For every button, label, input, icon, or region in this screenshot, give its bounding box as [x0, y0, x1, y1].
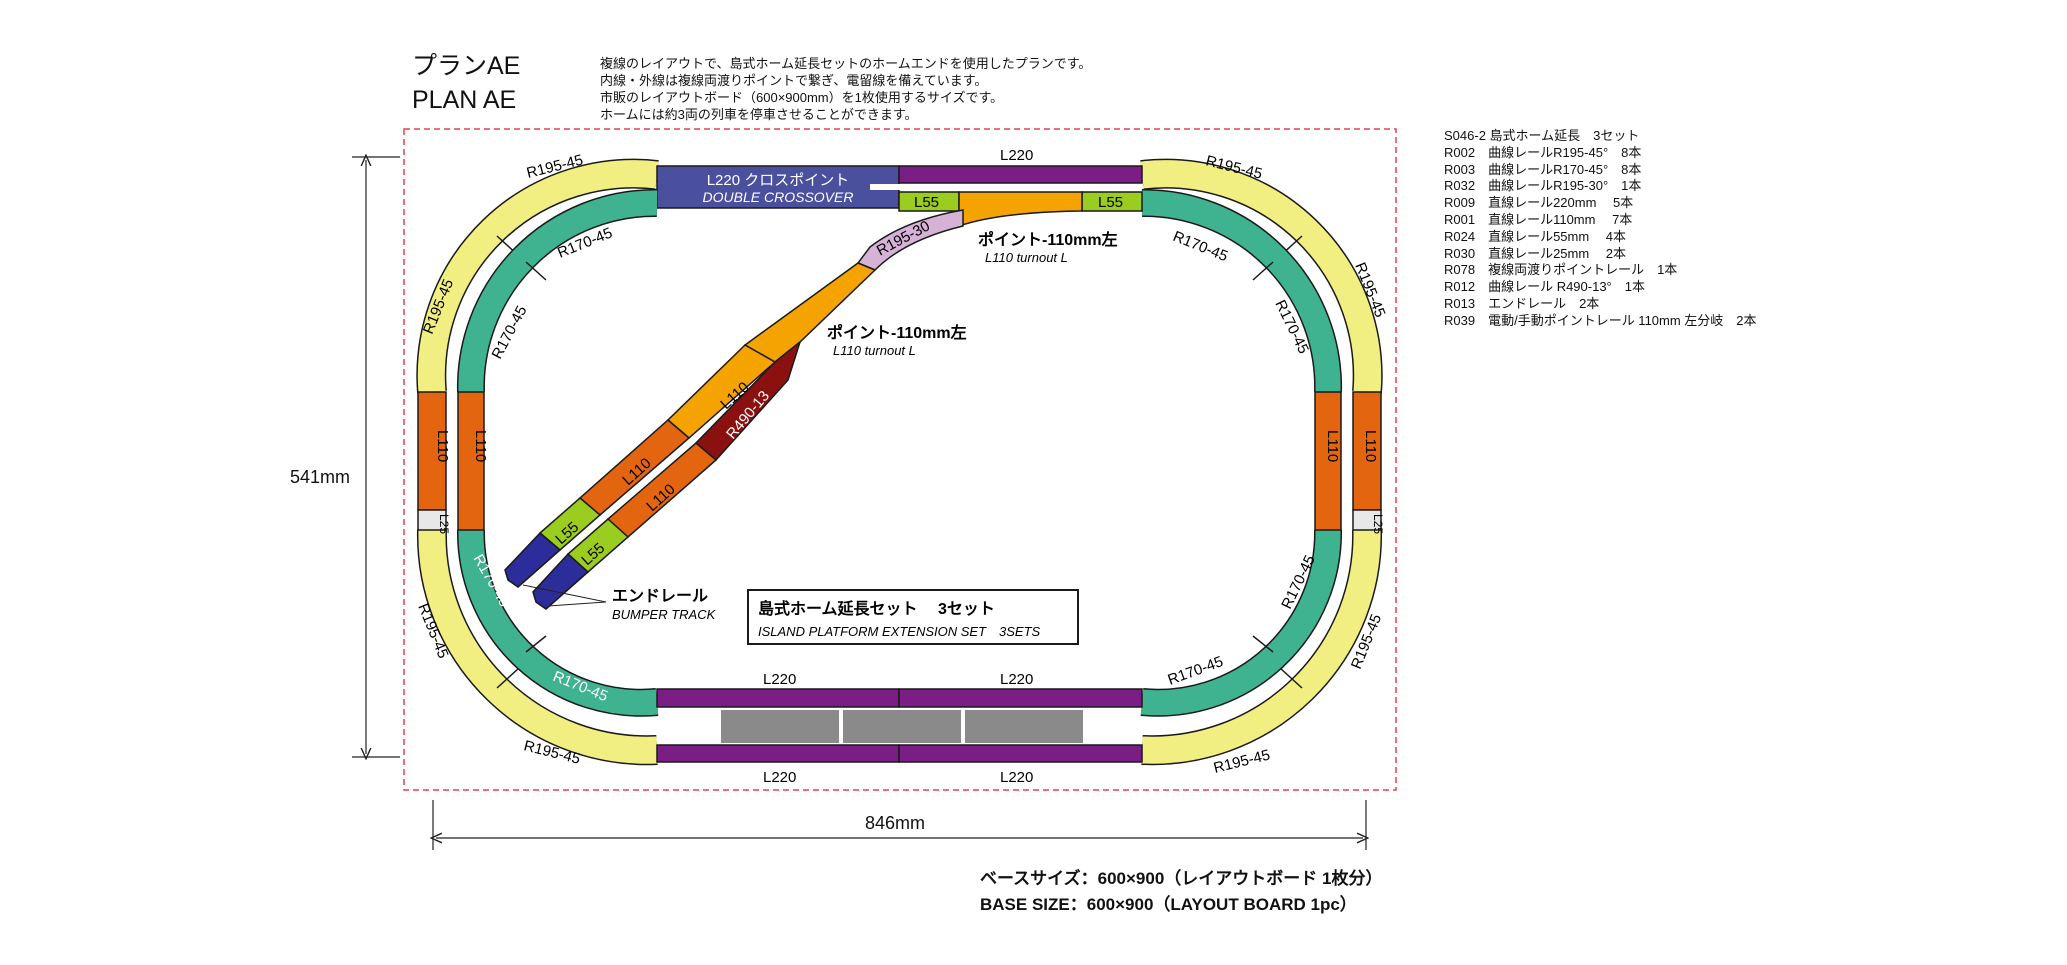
height-dimension	[352, 157, 400, 757]
base-size-jp: ベースサイズ：600×900（レイアウトボード 1枚分）	[980, 869, 1383, 888]
track-l220-inner-bottom-2	[898, 688, 1143, 708]
track-l25-outer-right	[1352, 509, 1382, 531]
bumper-label-en: BUMPER TRACK	[612, 607, 717, 622]
parts-list-item: R039 電動/手動ポイントレール 110mm 左分岐 2本	[1444, 312, 1757, 328]
description-line: 複線のレイアウトで、島式ホーム延長セットのホームエンドを使用したプランです。	[600, 56, 1092, 71]
parts-list: S046-2 島式ホーム延長 3セット R002 曲線レールR195-45° 8…	[1444, 128, 1757, 330]
platform-1	[721, 710, 839, 743]
label-l25: L25	[1371, 514, 1385, 534]
platform-2	[843, 710, 961, 743]
plan-title-en: PLAN AE	[412, 86, 517, 114]
parts-list-item: R003 曲線レールR170-45° 8本	[1444, 161, 1642, 177]
crossover-label-en: DOUBLE CROSSOVER	[703, 189, 854, 205]
track-l110-inner-left	[457, 391, 485, 531]
turnout-upper-label-jp: ポイント-110mm左	[978, 230, 1118, 249]
label-l220: L220	[1000, 147, 1033, 164]
platform-3	[965, 710, 1083, 743]
platform-caption-box	[747, 589, 1079, 645]
label-l110: L110	[472, 430, 489, 462]
label-l110: L110	[1362, 430, 1379, 462]
label-l220: L220	[1000, 671, 1033, 688]
track-crossover	[656, 165, 900, 209]
description-line: ホームには約3両の列車を停車させることができます。	[600, 107, 918, 122]
height-dimension-label: 541mm	[290, 467, 351, 487]
parts-list-item: R013 エンドレール 2本	[1444, 295, 1600, 311]
plan-description: 複線のレイアウトで、島式ホーム延長セットのホームエンドを使用したプランです。 内…	[600, 55, 1091, 123]
track-turnout-upper	[958, 191, 1083, 228]
label-l220: L220	[763, 671, 796, 688]
base-size-en: BASE SIZE：600×900（LAYOUT BOARD 1pc）	[980, 895, 1357, 914]
track-l25-outer-left	[417, 509, 447, 531]
parts-list-item: R012 曲線レール R490-13° 1本	[1444, 279, 1645, 295]
turnout-lower-label-en: L110 turnout L	[833, 343, 916, 358]
bumper-track-a	[504, 531, 562, 588]
layout-board-boundary	[403, 128, 1397, 791]
plan-title-jp: プランAE	[412, 52, 521, 80]
track-l110-inner-right	[1314, 391, 1342, 531]
track-l220-inner-bottom-1	[656, 688, 900, 708]
label-l220: L220	[763, 769, 796, 786]
track-l220-outer-top	[898, 165, 1143, 184]
turnout-upper-label-en: L110 turnout L	[985, 250, 1068, 265]
base-size: ベースサイズ：600×900（レイアウトボード 1枚分） BASE SIZE：6…	[980, 866, 1382, 918]
parts-list-item: R001 直線レール110mm 7本	[1444, 211, 1633, 227]
bumper-label-jp: エンドレール	[612, 588, 708, 605]
description-line: 市販のレイアウトボード（600×900mm）を1枚使用するサイズです。	[600, 90, 1004, 105]
label-l110: L110	[434, 430, 451, 462]
description-line: 内線・外線は複線両渡りポイントで繋ぎ、電留線を備えています。	[600, 73, 988, 88]
outer-loop	[416, 158, 1383, 766]
parts-list-item: R030 直線レール25mm 2本	[1444, 245, 1627, 261]
parts-list-item: R009 直線レール220mm 5本	[1444, 195, 1634, 211]
track-l220-outer-bottom-2	[898, 744, 1143, 763]
track-l220-outer-bottom-1	[656, 744, 900, 763]
turnout-lower-label-jp: ポイント-110mm左	[827, 323, 967, 342]
bumper-track-b	[532, 552, 590, 610]
platform-caption-jp: 島式ホーム延長セット 3セット	[758, 599, 995, 618]
crossover-label-jp: L220 クロスポイント	[707, 172, 850, 189]
platform-caption-en: ISLAND PLATFORM EXTENSION SET 3SETS	[758, 624, 1041, 639]
bumper-leader-lines	[522, 584, 607, 607]
track-l110-outer-left	[417, 391, 447, 511]
parts-list-item: R002 曲線レールR195-45° 8本	[1444, 144, 1642, 160]
parts-list-item: S046-2 島式ホーム延長 3セット	[1444, 128, 1640, 143]
label-l55: L55	[1098, 194, 1123, 211]
inner-loop	[456, 188, 1343, 717]
parts-list-item: R078 複線両渡りポイントレール 1本	[1444, 262, 1678, 278]
label-l110: L110	[1324, 430, 1341, 462]
parts-list-item: R032 曲線レールR195-30° 1本	[1444, 178, 1642, 194]
crossover-gap	[870, 184, 910, 190]
label-l25: L25	[437, 514, 451, 534]
label-l220: L220	[1000, 769, 1033, 786]
track-l110-outer-right	[1352, 391, 1382, 511]
width-dimension	[433, 800, 1366, 850]
width-dimension-label: 846mm	[865, 813, 926, 833]
parts-list-item: R024 直線レール55mm 4本	[1444, 228, 1627, 244]
label-l55: L55	[914, 194, 939, 211]
siding-tracks	[504, 209, 964, 610]
